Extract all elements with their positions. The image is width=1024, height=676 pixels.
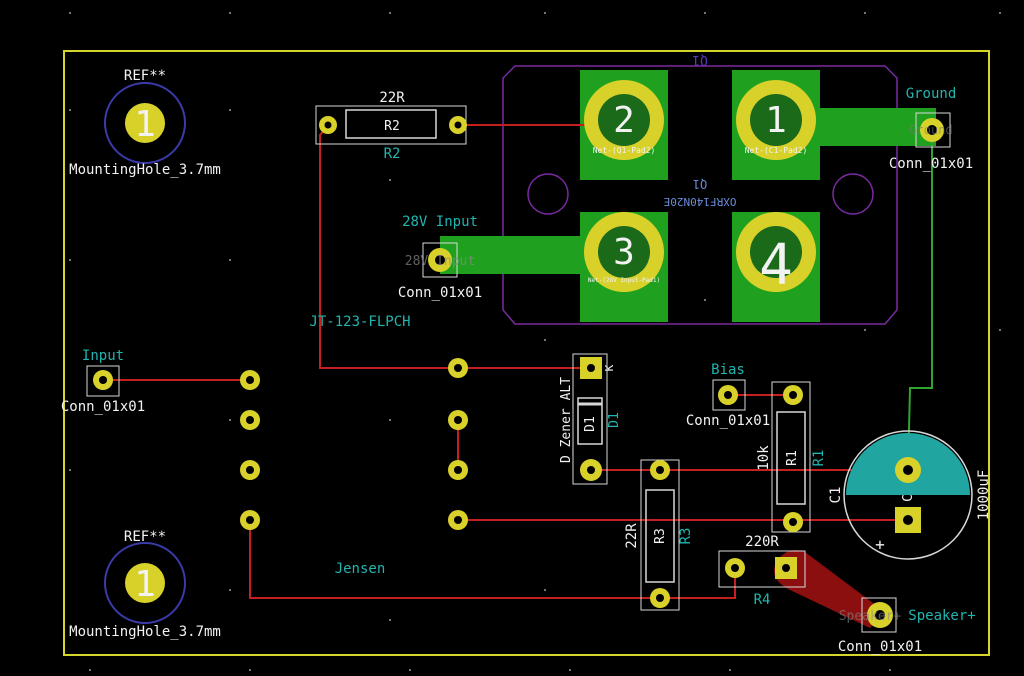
- r2-body: [345, 109, 437, 139]
- input-28v-value: Conn_01x01: [398, 285, 482, 301]
- footprint-label: JT-123-FLPCH: [309, 314, 410, 330]
- green-trace-ground: [907, 130, 933, 471]
- r2-body-label: R2: [384, 119, 400, 134]
- d1-pin-k: K: [603, 364, 616, 371]
- q1-pads: [584, 80, 816, 292]
- r2-ref: R2: [384, 146, 401, 162]
- c1-outline: [843, 430, 973, 560]
- d1-outline: [572, 353, 608, 485]
- q1-mount-hole-left: [527, 173, 569, 215]
- input-ref: Input: [82, 348, 124, 364]
- ground-courtyard: [915, 112, 951, 148]
- c1-value: 1000uF: [976, 470, 992, 521]
- mounting-hole-top-pad: 1: [134, 104, 156, 145]
- speaker-value: Conn_01x01: [838, 639, 922, 655]
- r1-ref: R1: [811, 450, 827, 467]
- r1-body: [776, 411, 806, 505]
- q1-ref-mirrored: Q1: [692, 52, 708, 67]
- copper-back-speaker: [774, 550, 885, 628]
- r1-outline: [771, 381, 811, 533]
- mounting-hole-top[interactable]: [104, 82, 186, 164]
- q1-courtyard: [502, 65, 898, 325]
- d1-body-label: D1: [583, 416, 598, 432]
- bias-ref: Bias: [711, 362, 745, 378]
- d1-ref: D1: [607, 412, 622, 428]
- q1-ref-copper: Q1: [693, 177, 707, 191]
- q1-mount-hole-right: [832, 173, 874, 215]
- input-28v-ref: 28V Input: [402, 214, 478, 230]
- speaker-courtyard: [861, 597, 897, 633]
- bias-value: Conn_01x01: [686, 413, 770, 429]
- q1-net-pad1: Net-(C1-Pad2): [745, 146, 808, 155]
- speaker-ref: Speaker+: [908, 608, 975, 624]
- r2-value: 22R: [379, 90, 405, 106]
- d1-value: D_Zener_ALT: [559, 377, 574, 463]
- input-value: Conn_01x01: [61, 399, 145, 415]
- c1-ref: C1: [828, 487, 844, 504]
- q1-pad-3-label: 3: [613, 232, 635, 273]
- jensen-label: Jensen: [335, 561, 386, 577]
- q1-net-pad3: Net-(28V Input-Pad1): [588, 277, 660, 284]
- r3-value: 22R: [624, 523, 640, 549]
- input-28v-courtyard: [422, 242, 458, 278]
- r3-ref: R3: [678, 528, 694, 545]
- jt123-pads: [240, 358, 468, 530]
- board-outline: [63, 50, 990, 656]
- r4-outline: [718, 550, 806, 588]
- q1-net-pad2: Net-(Q1-Pad2): [593, 146, 656, 155]
- q1-pad-1-label: 1: [765, 100, 787, 141]
- r3-body-label: R3: [653, 528, 668, 544]
- r3-body: [645, 489, 675, 583]
- speaker-pad-text: Speaker+: [839, 609, 902, 624]
- r4-ref: R4: [754, 592, 771, 608]
- c1-body-label: C: [901, 494, 916, 502]
- grid-dots: [69, 12, 1001, 671]
- d1-body: [577, 397, 603, 445]
- input-28v-pad-text: 28V Input: [405, 254, 475, 269]
- input-courtyard: [86, 365, 120, 397]
- r4-value: 220R: [745, 534, 779, 550]
- bias-courtyard: [712, 379, 746, 411]
- ground-pad-text: Ground: [909, 123, 952, 137]
- r1-body-label: R1: [785, 450, 800, 466]
- q1-pad-4-label: 4: [759, 233, 793, 298]
- mounting-hole-bottom-value: MountingHole_3.7mm: [69, 624, 221, 640]
- ground-ref: Ground: [906, 86, 957, 102]
- mounting-hole-top-value: MountingHole_3.7mm: [69, 162, 221, 178]
- mounting-hole-bottom[interactable]: [104, 542, 186, 624]
- r1-value: 10k: [756, 445, 772, 471]
- q1-pad-2-label: 2: [613, 100, 635, 141]
- mounting-hole-bottom-pad: 1: [134, 564, 156, 605]
- ground-value: Conn_01x01: [889, 156, 973, 172]
- mounting-hole-bottom-ref: REF**: [124, 529, 166, 545]
- mounting-hole-top-ref: REF**: [124, 68, 166, 84]
- c1-polarity: +: [875, 535, 885, 554]
- q1-value-copper: OXRF140N20E: [664, 195, 737, 208]
